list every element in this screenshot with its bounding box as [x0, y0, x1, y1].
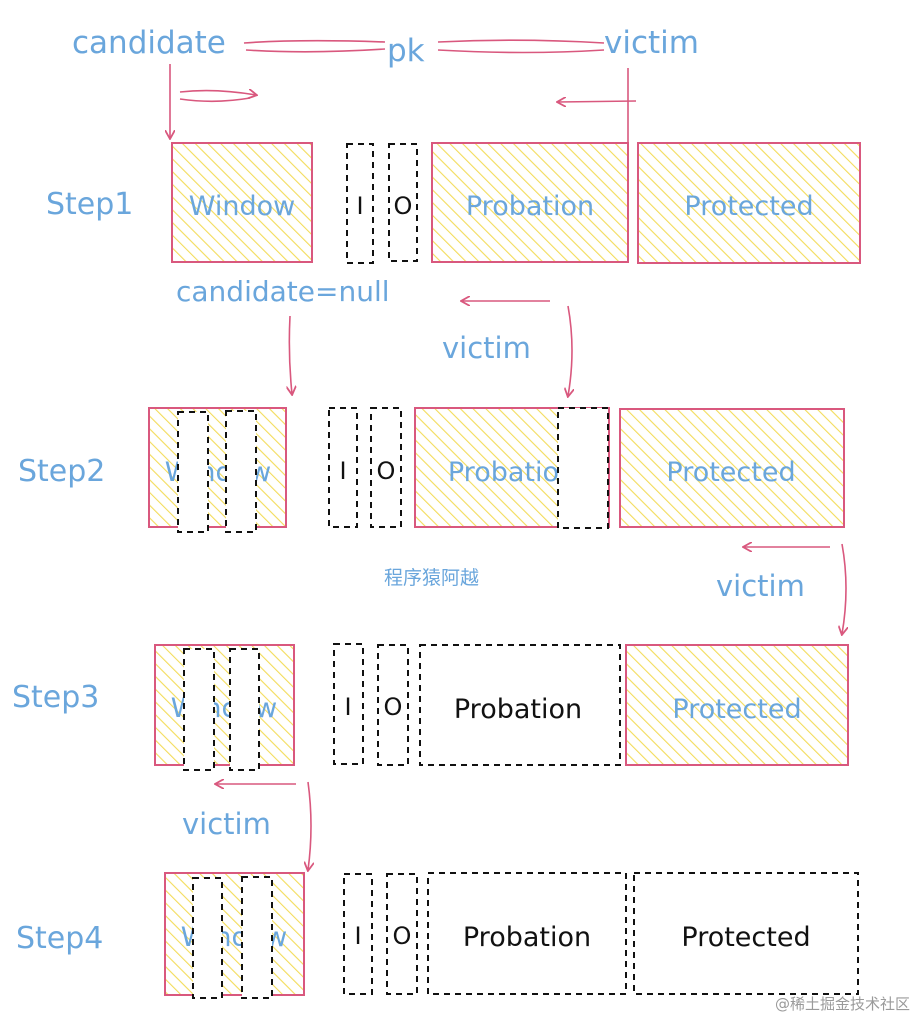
step4-o-slot: O: [386, 873, 418, 995]
step4-o-label: O: [393, 922, 412, 950]
step4-i-slot: I: [343, 873, 373, 995]
step3-probation-box: Probation: [419, 644, 621, 766]
step1-protected-box: Protected: [637, 142, 861, 264]
step1-window-label: Window: [189, 191, 295, 222]
candidate-label: candidate: [72, 25, 226, 61]
victim-step3-label: victim: [182, 807, 271, 841]
victim-top-label: victim: [604, 25, 699, 61]
victim-step1-label: victim: [442, 331, 531, 365]
step3-probation-label: Probation: [454, 694, 582, 725]
author-watermark: 程序猿阿越: [384, 567, 480, 589]
step2-label: Step2: [18, 454, 105, 489]
step1-i-label: I: [356, 192, 363, 220]
step2-protected-label: Protected: [666, 457, 795, 488]
pk-connector: [243, 39, 605, 54]
step4-i-label: I: [354, 922, 361, 950]
step4-protected-box: Protected: [633, 872, 859, 995]
step1-probation-label: Probation: [466, 191, 594, 222]
step1-protected-label: Protected: [684, 191, 813, 222]
step1-window-box: Window: [171, 142, 313, 263]
step3-to-step4-arrows: [216, 782, 311, 870]
step2-protected-box: Protected: [619, 408, 845, 528]
footer-watermark: @稀土掘金技术社区: [774, 995, 910, 1013]
step1-probation-box: Probation: [431, 142, 629, 263]
step3-i-label: I: [344, 693, 351, 721]
step3-o-label: O: [384, 693, 403, 721]
step1-o-label: O: [394, 192, 413, 220]
step2-i-slot: I: [328, 407, 358, 528]
step2-to-step3-arrows: [744, 544, 846, 634]
victim-top-arrows: [558, 68, 637, 142]
step4-label: Step4: [16, 921, 103, 956]
pk-label: pk: [387, 33, 425, 69]
step4-probation-box: Probation: [427, 872, 627, 995]
candidate-arrows: [170, 64, 256, 138]
step1-to-step2-arrows: [289, 301, 572, 396]
step4-protected-label: Protected: [681, 922, 810, 953]
step2-o-label: O: [377, 457, 396, 485]
step2-probation-box: Probation: [414, 407, 610, 529]
step2-probation-label: Probation: [448, 457, 576, 488]
step3-label: Step3: [12, 680, 99, 715]
step3-protected-label: Protected: [672, 694, 801, 725]
step2-o-slot: O: [370, 407, 402, 528]
step4-probation-label: Probation: [463, 922, 591, 953]
step4-window-box: Window: [164, 872, 305, 999]
victim-step2-label: victim: [716, 569, 805, 603]
step1-i-slot: I: [346, 143, 374, 264]
step1-o-slot: O: [388, 143, 418, 262]
step3-window-box: Window: [154, 644, 295, 771]
step3-i-slot: I: [333, 643, 364, 765]
step1-label: Step1: [46, 187, 133, 222]
step2-window-box: Window: [148, 407, 287, 533]
candidate-null-label: candidate=null: [176, 275, 390, 308]
step2-i-label: I: [339, 457, 346, 485]
step3-o-slot: O: [377, 644, 409, 766]
step3-protected-box: Protected: [625, 644, 849, 766]
